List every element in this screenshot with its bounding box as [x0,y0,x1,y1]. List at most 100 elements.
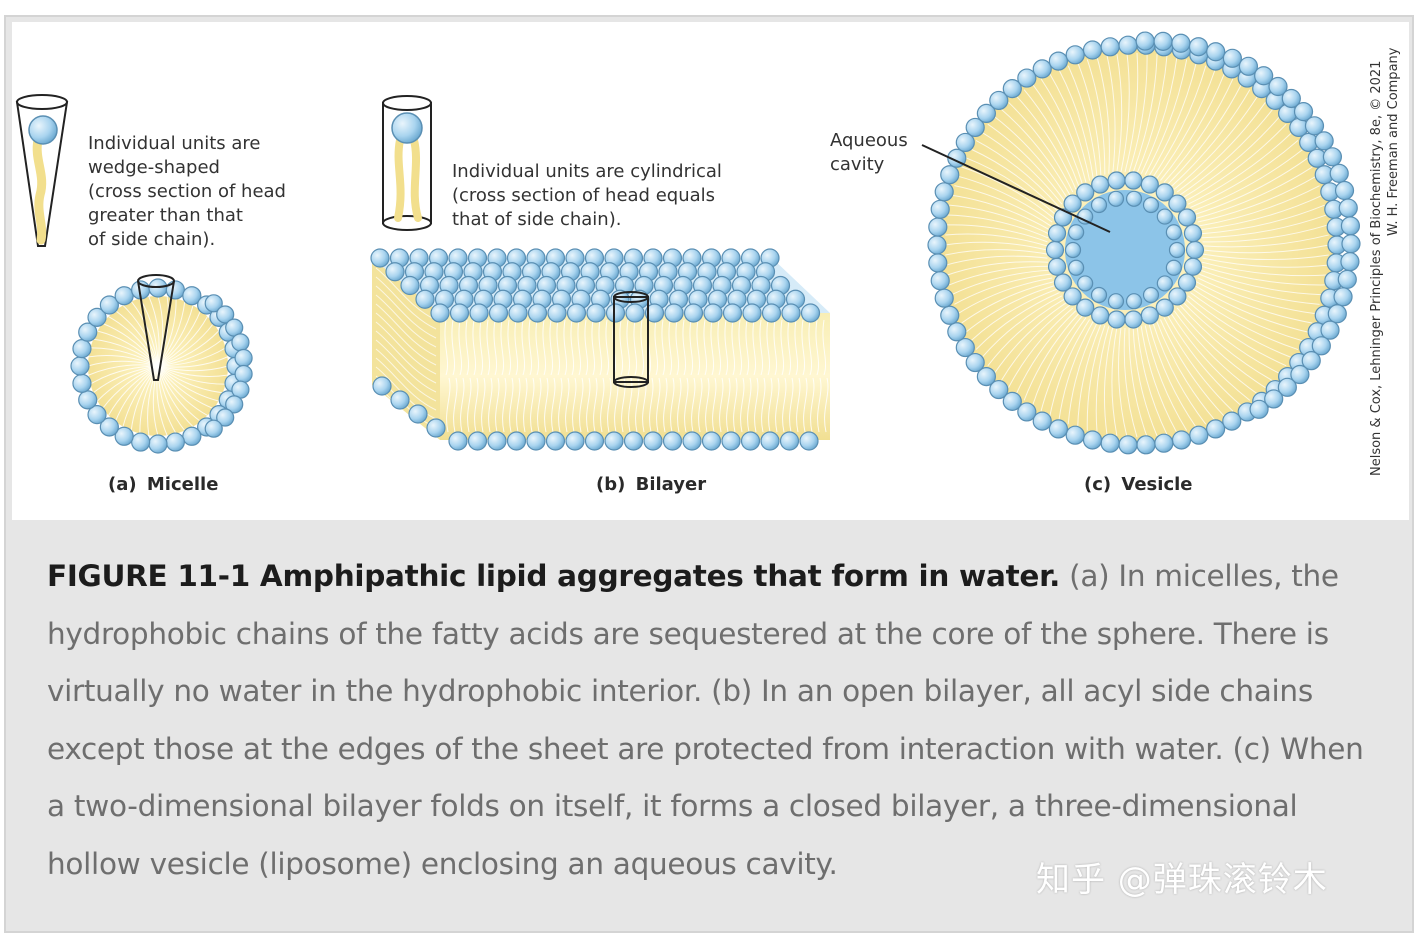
lipid-tail [1086,59,1106,175]
lipid-head [1340,252,1360,272]
lipid-tail [157,323,214,367]
lipid-tail [156,365,168,436]
lipid-tail [803,377,808,433]
micelle-wedge-outline [137,274,175,381]
lipid-tail [544,377,549,433]
lipid-tail [570,319,575,376]
lipid-tail [1031,315,1083,407]
lipid-tail [724,319,729,376]
lipid-tail [1015,310,1077,395]
lipid-head [415,289,435,309]
lipid-head [165,280,185,300]
lipid-head [1222,411,1242,431]
lipid-tail [1167,83,1243,185]
lipid-tail [801,319,806,376]
lipid-head [625,303,645,323]
lipid-tail [514,319,519,376]
lipid-tail [754,377,759,433]
lipid-head [72,339,92,359]
lipid-tail [1196,281,1313,324]
lipid-head [182,286,202,306]
lipid-head [989,90,1009,111]
lipid-head [1165,224,1182,241]
lipid-tail [1023,312,1080,401]
bilayer-bottom-heads [372,376,819,451]
lipid-tail [537,377,542,433]
lipid-tail [1187,295,1293,359]
lipid-tail [451,319,456,376]
vesicle-label: (c) Vesicle [1084,474,1193,495]
lipid-tail [949,204,1049,235]
lipid-tail [375,357,437,411]
lipid-tail [1201,204,1325,235]
lipid-tail [147,365,159,436]
lipid-tail [1008,101,1074,193]
lipid-tail [1200,194,1323,231]
lipid-head [1107,310,1126,329]
lipid-head [1091,175,1110,194]
lipid-tail [493,319,498,376]
watermark: 知乎 @弹珠滚铃木 [1036,860,1328,900]
lipid-head [426,418,446,438]
lipid-tail [1196,166,1313,219]
lipid-tail [954,185,1052,227]
lipid-tail [375,348,437,402]
lipid-tail [1095,326,1110,433]
lipid-tail [607,377,612,433]
lipid-head [506,431,527,451]
lipid-tail [521,319,526,376]
lipid-head [372,376,392,396]
lipid-head [527,303,548,323]
lipid-tail [375,294,437,348]
lipid-head [1183,257,1203,276]
lipid-tail [1201,261,1327,277]
lipid-tail [961,166,1055,219]
lipid-tail [472,319,477,376]
lipid-head [940,165,960,185]
lipid-head [976,103,996,124]
lipid-tail [157,347,226,367]
lipid-head [1135,31,1155,51]
lipid-tail [556,319,561,376]
lipid-head [1063,194,1082,213]
lipid-head [761,303,782,323]
lipid-tail [1067,65,1098,178]
lipid-tail [130,365,159,431]
lipid-tail [663,377,668,433]
lipid-tail [586,377,591,433]
lipid-head [1125,190,1143,207]
lipid-tail [598,319,603,376]
lipid-head [182,426,202,446]
lipid-head [930,271,950,291]
lipid-head [1314,131,1334,151]
lipid-head [662,431,683,451]
lipid-tail [542,319,547,376]
lipid-tail [1032,83,1083,185]
lipid-head [488,303,509,323]
lipid-tail [1140,57,1178,174]
lipid-tail [619,319,624,376]
lipid-head [70,356,90,376]
lipid-tail [951,269,1050,296]
lipid-head [131,432,151,452]
lipid-tail [474,377,479,433]
lipid-head [1142,286,1160,304]
lipid-tail [626,319,631,376]
lipid-head [1107,190,1125,207]
lipid-tail [945,255,1048,266]
lipid-tail [1192,148,1304,212]
lipid-tail [572,377,577,433]
lipid-tail [1077,62,1102,176]
lipid-head [148,434,168,454]
lipid-tail [1202,253,1329,261]
lipid-head [1065,425,1085,445]
lipid-head [1002,391,1022,411]
lipid-head [955,337,975,358]
lipid-head [1168,194,1187,213]
lipid-head [1140,175,1159,194]
lipid-head [742,303,762,323]
lipid-tail [1132,327,1158,437]
lipid-head [1082,430,1103,450]
lipid-head [1206,42,1226,62]
lipid-tail [1123,327,1138,438]
